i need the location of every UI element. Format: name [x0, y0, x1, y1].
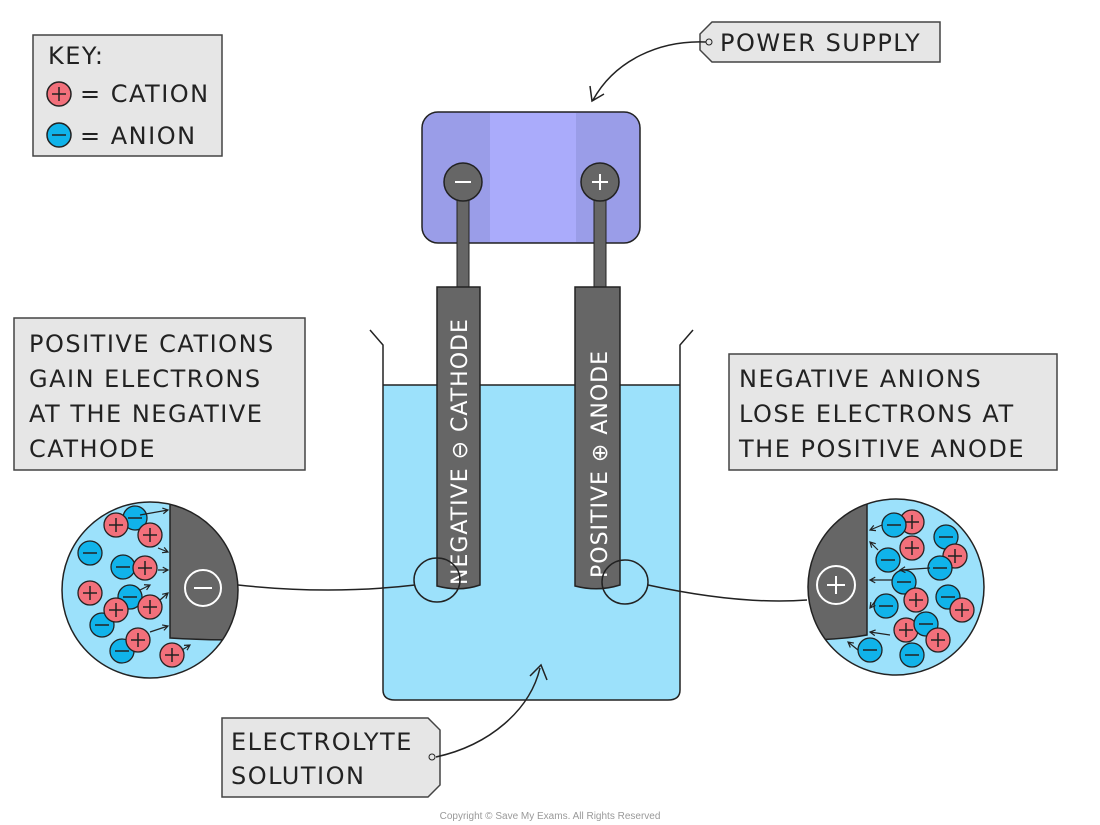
svg-text:POSITIVE CATIONS: POSITIVE CATIONS: [29, 330, 275, 358]
cation-icon: [125, 627, 151, 653]
arrow-icon: [149, 624, 170, 633]
key-box: KEY: = CATION = ANION: [32, 34, 223, 157]
anion-icon: [881, 512, 907, 538]
anion-icon: [46, 122, 72, 148]
electrolyte-label: ELECTROLYTE SOLUTION: [221, 663, 548, 798]
anode-magnified-view: [807, 498, 985, 676]
cation-icon: [949, 597, 975, 623]
copyright: Copyright © Save My Exams. All Rights Re…: [440, 811, 661, 822]
svg-text:GAIN ELECTRONS: GAIN ELECTRONS: [29, 365, 262, 393]
negative-terminal-icon: [443, 162, 483, 202]
electrolyte-solution: [383, 385, 680, 700]
anion-icon: [899, 642, 925, 668]
svg-text:NEGATIVE ANIONS: NEGATIVE ANIONS: [739, 365, 982, 393]
anion-icon: [77, 540, 103, 566]
cation-icon: [137, 594, 163, 620]
svg-text:SOLUTION: SOLUTION: [231, 762, 365, 790]
svg-text:THE POSITIVE ANODE: THE POSITIVE ANODE: [738, 435, 1025, 463]
anode-note: NEGATIVE ANIONS LOSE ELECTRONS AT THE PO…: [728, 353, 1058, 471]
arrow-icon: [158, 566, 170, 574]
power-supply: [421, 111, 641, 291]
svg-text:NEGATIVE ⊖ CATHODE: NEGATIVE ⊖ CATHODE: [448, 318, 473, 585]
key-title: KEY:: [48, 42, 104, 70]
arrow-icon: [139, 584, 152, 591]
beaker: [369, 329, 694, 701]
svg-text:POSITIVE ⊕ ANODE: POSITIVE ⊕ ANODE: [588, 350, 613, 578]
arrow-icon: [847, 641, 859, 651]
anion-icon: [110, 554, 136, 580]
cation-icon: [159, 642, 185, 668]
anion-icon: [927, 555, 953, 581]
power-supply-label: POWER SUPPLY: [589, 21, 941, 103]
cathode-electrode: NEGATIVE ⊖ CATHODE: [436, 286, 481, 590]
svg-text:ELECTROLYTE: ELECTROLYTE: [231, 728, 413, 756]
cathode-note: POSITIVE CATIONS GAIN ELECTRONS AT THE N…: [13, 317, 306, 471]
svg-text:POWER SUPPLY: POWER SUPPLY: [720, 29, 921, 57]
svg-text:LOSE ELECTRONS AT: LOSE ELECTRONS AT: [739, 400, 1015, 428]
cation-icon: [103, 512, 129, 538]
cation-icon: [137, 522, 163, 548]
key-anion-label: = ANION: [80, 122, 197, 150]
cation-icon: [77, 580, 103, 606]
anion-icon: [933, 524, 959, 550]
arrow-icon: [159, 592, 169, 601]
svg-text:AT THE NEGATIVE: AT THE NEGATIVE: [29, 400, 263, 428]
arrow-icon: [869, 599, 877, 610]
cation-icon: [925, 627, 951, 653]
cathode-magnified-view: [61, 501, 239, 679]
anion-icon: [873, 593, 899, 619]
cation-icon: [903, 587, 929, 613]
arrow-icon: [898, 566, 931, 574]
arrow-icon: [157, 546, 170, 554]
positive-terminal-icon: [580, 162, 620, 202]
cation-icon: [899, 535, 925, 561]
arrow-icon: [868, 576, 892, 584]
key-cation-label: = CATION: [80, 80, 210, 108]
arrow-icon: [869, 541, 879, 551]
anion-icon: [857, 637, 883, 663]
anion-icon: [875, 547, 901, 573]
svg-text:CATHODE: CATHODE: [29, 435, 156, 463]
cation-icon: [103, 597, 129, 623]
cation-icon: [132, 555, 158, 581]
arrow-icon: [181, 644, 192, 651]
anode-electrode: POSITIVE ⊕ ANODE: [574, 286, 621, 590]
cation-icon: [46, 81, 72, 107]
arrow-icon: [868, 524, 883, 532]
arrow-icon: [868, 629, 891, 637]
arrow-icon: [139, 507, 170, 516]
